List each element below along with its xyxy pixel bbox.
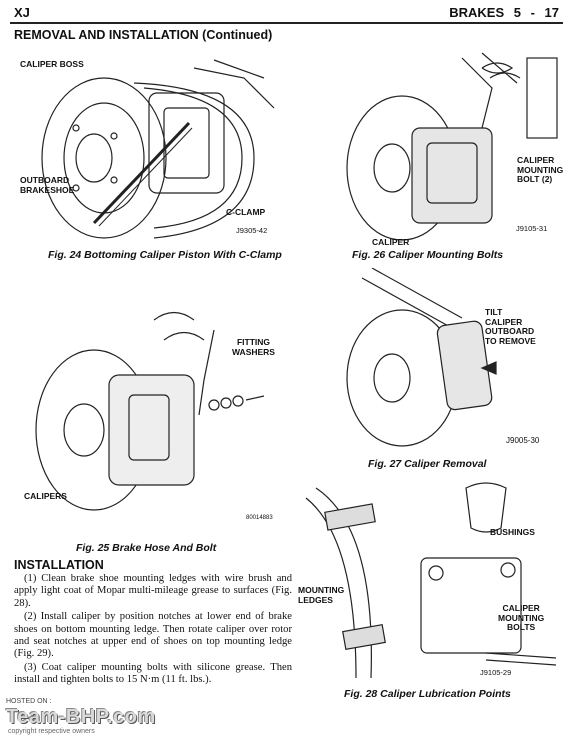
header-right: BRAKES 5 - 17 xyxy=(449,5,559,20)
fig26-illustration: CALIPER MOUNTING BOLT (2) CALIPER J9105-… xyxy=(342,48,574,247)
fig25-illustration: FITTING WASHERS CALIPERS 80014883 xyxy=(14,300,294,535)
fig26-label-caliper: CALIPER xyxy=(372,237,410,247)
fig26-caption: Fig. 26 Caliper Mounting Bolts xyxy=(352,249,504,261)
installation-step-3: (3) Coat caliper mounting bolts with sil… xyxy=(14,661,292,686)
fig25-label-calipers: CALIPERS xyxy=(24,491,67,501)
fig28-caption: Fig. 28 Caliper Lubrication Points xyxy=(344,688,511,700)
installation-step-1: (1) Clean brake shoe mounting ledges wit… xyxy=(14,573,292,609)
section-title: REMOVAL AND INSTALLATION (Continued) xyxy=(14,28,273,42)
fig28-code: J9105-29 xyxy=(480,668,512,677)
fig25-drawing xyxy=(35,311,265,511)
fig28-illustration: BUSHINGS MOUNTING LEDGES CALIPER MOUNTIN… xyxy=(296,478,574,683)
fig27-label-tilt-caliper: TILT CALIPER OUTBOARD TO REMOVE xyxy=(485,307,536,346)
fig24-caption: Fig. 24 Bottoming Caliper Piston With C-… xyxy=(48,249,282,261)
fig25-caption: Fig. 25 Brake Hose And Bolt xyxy=(76,542,217,554)
fig26-drawing xyxy=(346,52,558,241)
fig27-code: J9005-30 xyxy=(506,436,540,445)
fig28-label-caliper-mounting-bolts: CALIPER MOUNTING BOLTS xyxy=(498,603,545,632)
fig27-illustration: TILT CALIPER OUTBOARD TO REMOVE J9005-30 xyxy=(342,268,574,453)
fig24-label-outboard-brakeshoe: OUTBOARD BRAKESHOE xyxy=(20,175,75,195)
fig28-label-bushings: BUSHINGS xyxy=(490,527,535,537)
watermark-hosted: HOSTED ON : xyxy=(6,698,52,705)
header-rule xyxy=(10,22,563,24)
fig24-label-c-clamp: C-CLAMP xyxy=(226,207,266,217)
fig28-label-mounting-ledges: MOUNTING LEDGES xyxy=(298,585,345,605)
fig24-drawing xyxy=(41,59,275,239)
header-left: XJ xyxy=(14,5,30,20)
fig27-caption: Fig. 27 Caliper Removal xyxy=(368,458,487,470)
installation-step-2: (2) Install caliper by position notches … xyxy=(14,611,292,660)
fig25-code: 80014883 xyxy=(246,515,273,521)
installation-body: (1) Clean brake shoe mounting ledges wit… xyxy=(14,573,292,688)
watermark-copyright: copyright respective owners xyxy=(8,728,95,735)
installation-heading: INSTALLATION xyxy=(14,558,104,572)
fig26-code: J9105-31 xyxy=(516,224,548,233)
fig26-label-caliper-mounting-bolt: CALIPER MOUNTING BOLT (2) xyxy=(517,155,564,184)
fig25-label-fitting-washers: FITTING WASHERS xyxy=(232,337,275,357)
fig24-code: J9305-42 xyxy=(236,226,268,235)
watermark-brand: Team-BHP.com xyxy=(6,706,156,728)
fig24-label-caliper-boss: CALIPER BOSS xyxy=(20,59,84,69)
fig24-illustration: CALIPER BOSS OUTBOARD BRAKESHOE C-CLAMP … xyxy=(14,48,294,243)
fig28-drawing xyxy=(305,482,557,679)
fig27-drawing xyxy=(346,268,497,447)
